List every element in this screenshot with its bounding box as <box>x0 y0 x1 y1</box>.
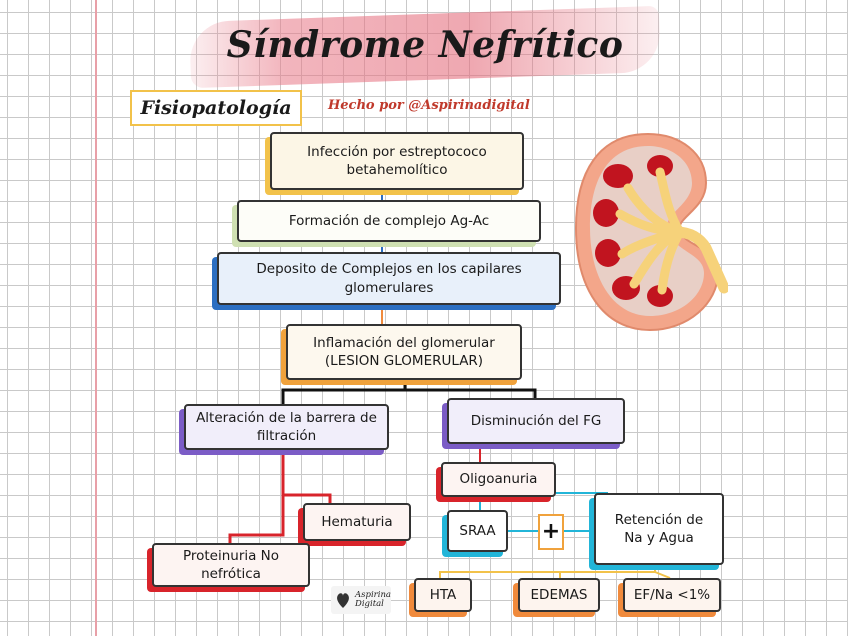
node-disminucion-label: Disminución del FG <box>470 412 602 429</box>
node-efna: EF/Na <1% <box>623 578 721 612</box>
node-oligoanuria-label: Oligoanuria <box>459 471 538 488</box>
logo-line-1: Aspirina <box>355 589 391 600</box>
node-retencion-label: Retención de Na y Agua <box>614 511 704 546</box>
author-credit: Hecho por @Aspirinadigital <box>328 98 530 113</box>
node-hematuria: Hematuria <box>303 503 411 541</box>
notebook-margin-line <box>95 0 97 636</box>
node-complejo: Formación de complejo Ag-Ac <box>237 200 541 242</box>
node-oligoanuria: Oligoanuria <box>441 462 556 497</box>
node-efna-label: EF/Na <1% <box>633 586 711 603</box>
plus-sign: + <box>538 514 564 550</box>
heart-anatomy-icon <box>337 593 349 608</box>
node-deposito-label: Deposito de Complejos en los capilares g… <box>256 261 522 296</box>
aspirina-digital-logo: Aspirina Digital <box>331 586 391 614</box>
node-alteracion-label: Alteración de la barrera de filtración <box>196 409 377 444</box>
node-inflamacion-label: Inflamación del glomerular (LESION GLOME… <box>313 334 495 369</box>
node-inflamacion: Inflamación del glomerular (LESION GLOME… <box>286 324 522 380</box>
node-hta-label: HTA <box>429 586 457 603</box>
node-alteracion: Alteración de la barrera de filtración <box>184 404 389 450</box>
logo-line-2: Digital <box>355 599 384 609</box>
node-retencion: Retención de Na y Agua <box>594 493 724 565</box>
node-edemas: EDEMAS <box>518 578 600 612</box>
kidney-illustration-icon <box>574 132 728 332</box>
node-edemas-label: EDEMAS <box>530 586 588 603</box>
node-disminucion: Disminución del FG <box>447 398 625 444</box>
node-complejo-label: Formación de complejo Ag-Ac <box>288 212 490 229</box>
node-hta: HTA <box>414 578 472 612</box>
page-title: Síndrome Nefrítico <box>226 24 624 66</box>
node-infeccion: Infección por estreptococo betahemolític… <box>270 132 524 190</box>
node-hematuria-label: Hematuria <box>321 513 393 530</box>
node-infeccion-label: Infección por estreptococo betahemolític… <box>307 143 487 178</box>
node-sraa: SRAA <box>447 510 508 552</box>
node-deposito: Deposito de Complejos en los capilares g… <box>217 252 561 305</box>
node-proteinuria: Proteinuria No nefrótica <box>152 543 310 587</box>
node-sraa-label: SRAA <box>459 522 496 539</box>
section-label: Fisiopatología <box>130 90 302 126</box>
node-proteinuria-label: Proteinuria No nefrótica <box>182 547 280 582</box>
